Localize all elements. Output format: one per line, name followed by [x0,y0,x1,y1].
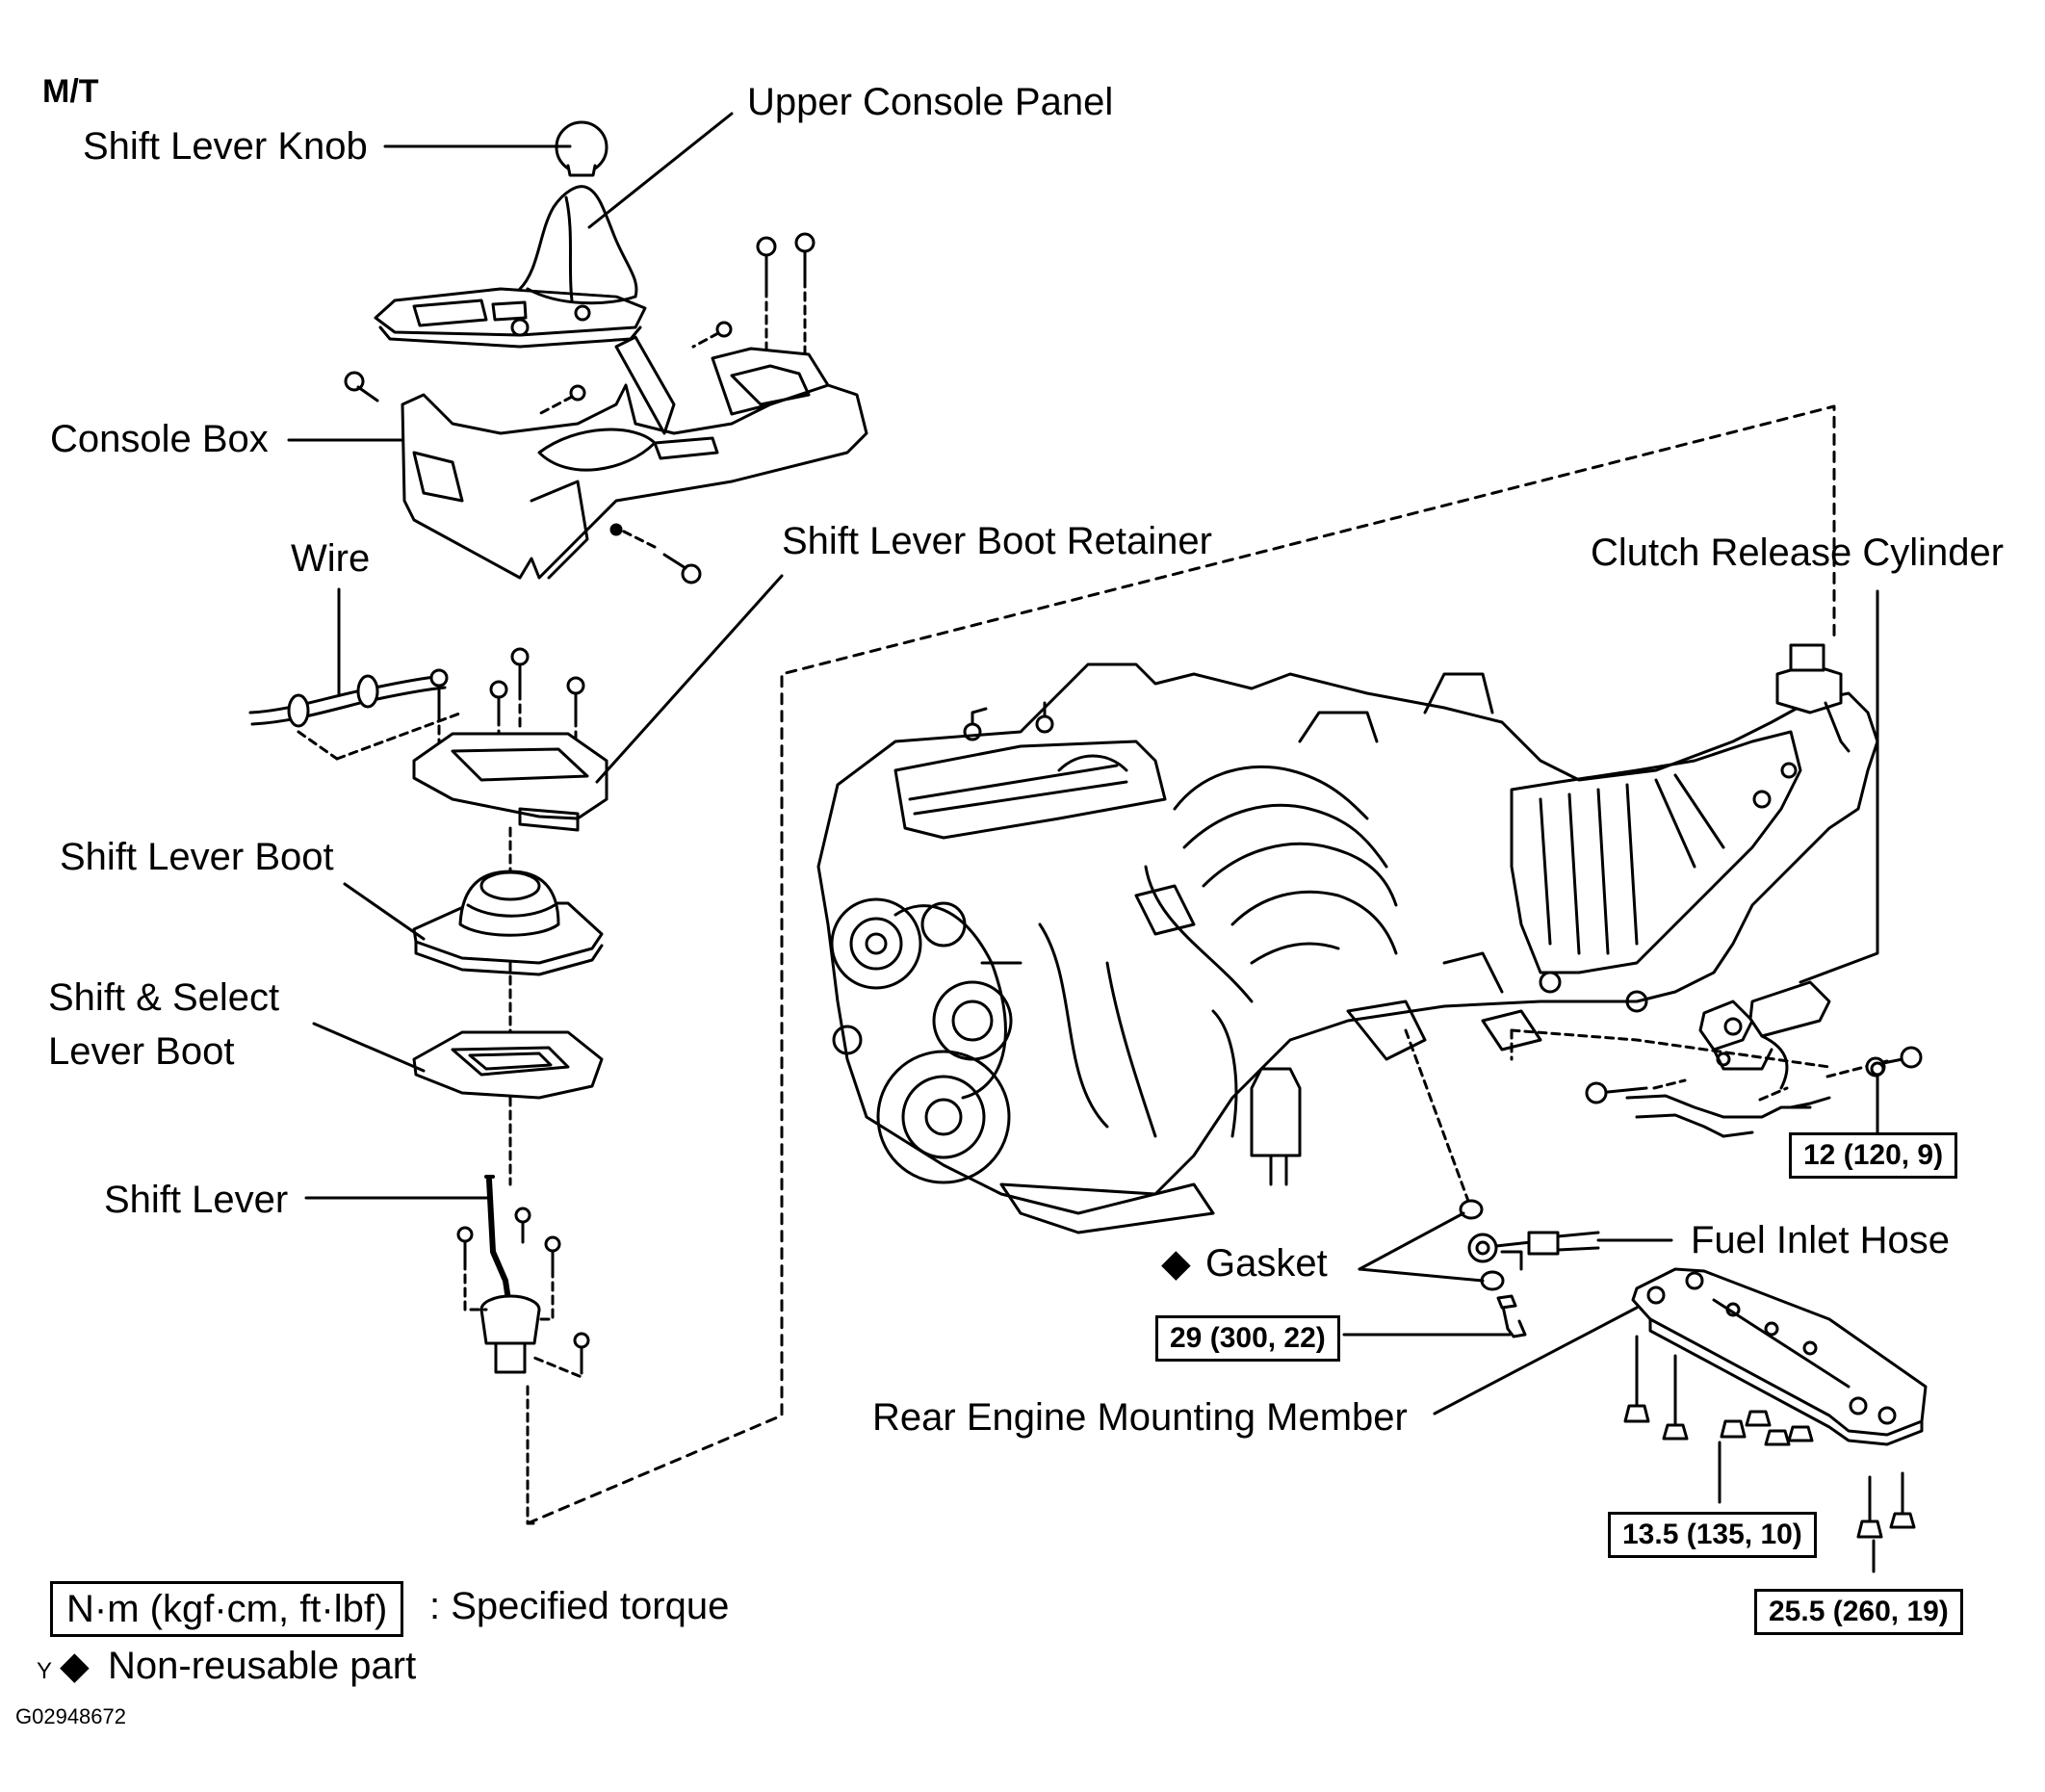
shift-select-lever-boot-drawing [412,1030,604,1100]
torque-clutch-bolt: 12 (120, 9) [1789,1132,1958,1179]
clutch-release-cylinder-label: Clutch Release Cylinder [1591,532,2005,574]
clutch-release-cylinder-drawing [1698,980,1831,1090]
gasket-nonreusable-marker: ◆ [1161,1242,1191,1285]
upper-console-panel-label: Upper Console Panel [747,81,1114,123]
console-box-label: Console Box [50,418,269,460]
shift-lever-knob-label: Shift Lever Knob [83,125,368,168]
gasket-label: Gasket [1205,1242,1328,1285]
legend-y-mark: Y [37,1658,53,1684]
rear-engine-mounting-member-label: Rear Engine Mounting Member [872,1396,1408,1439]
console-box-drawing [401,335,868,580]
console-screws-drawing [344,232,815,584]
shift-lever-drawing [456,1175,590,1379]
fuel-inlet-hose-label: Fuel Inlet Hose [1691,1219,1951,1261]
rear-engine-mounting-member-drawing [1623,1267,1928,1539]
legend-torque-box: N·m (kgf·cm, ft·lbf) [50,1581,404,1637]
torque-member-bolt: 25.5 (260, 19) [1754,1589,1963,1635]
gasket-fuel-hose-drawing [1404,1028,1600,1338]
wire-label: Wire [291,537,371,580]
upper-console-panel-drawing [374,185,647,349]
legend-torque-desc: : Specified torque [429,1585,730,1627]
shift-lever-knob-drawing [555,120,608,177]
figure-id: G02948672 [15,1704,126,1728]
clutch-line-drawing [1510,1028,1923,1138]
shift-lever-label: Shift Lever [104,1179,289,1221]
retainer-bolts-drawing [297,647,585,761]
torque-member-nut: 13.5 (135, 10) [1608,1512,1817,1558]
legend-nonreusable-symbol: ◆ [60,1645,90,1687]
shift-lever-boot-drawing [412,870,604,976]
wire-drawing [248,674,447,728]
shift-lever-boot-retainer-label: Shift Lever Boot Retainer [782,520,1212,562]
shift-lever-boot-retainer-drawing [412,732,608,832]
shift-lever-boot-label: Shift Lever Boot [60,836,334,878]
torque-gasket-bolt: 29 (300, 22) [1155,1315,1340,1362]
legend-nonreusable-desc: Non-reusable part [108,1645,417,1687]
mode-label: M/T [42,73,99,110]
engine-transmission-drawing [816,643,1879,1234]
shift-select-lever-boot-label-line1: Shift & Select [48,976,280,1019]
shift-select-lever-boot-label-line2: Lever Boot [48,1030,235,1073]
leader-lines [287,112,1879,1573]
